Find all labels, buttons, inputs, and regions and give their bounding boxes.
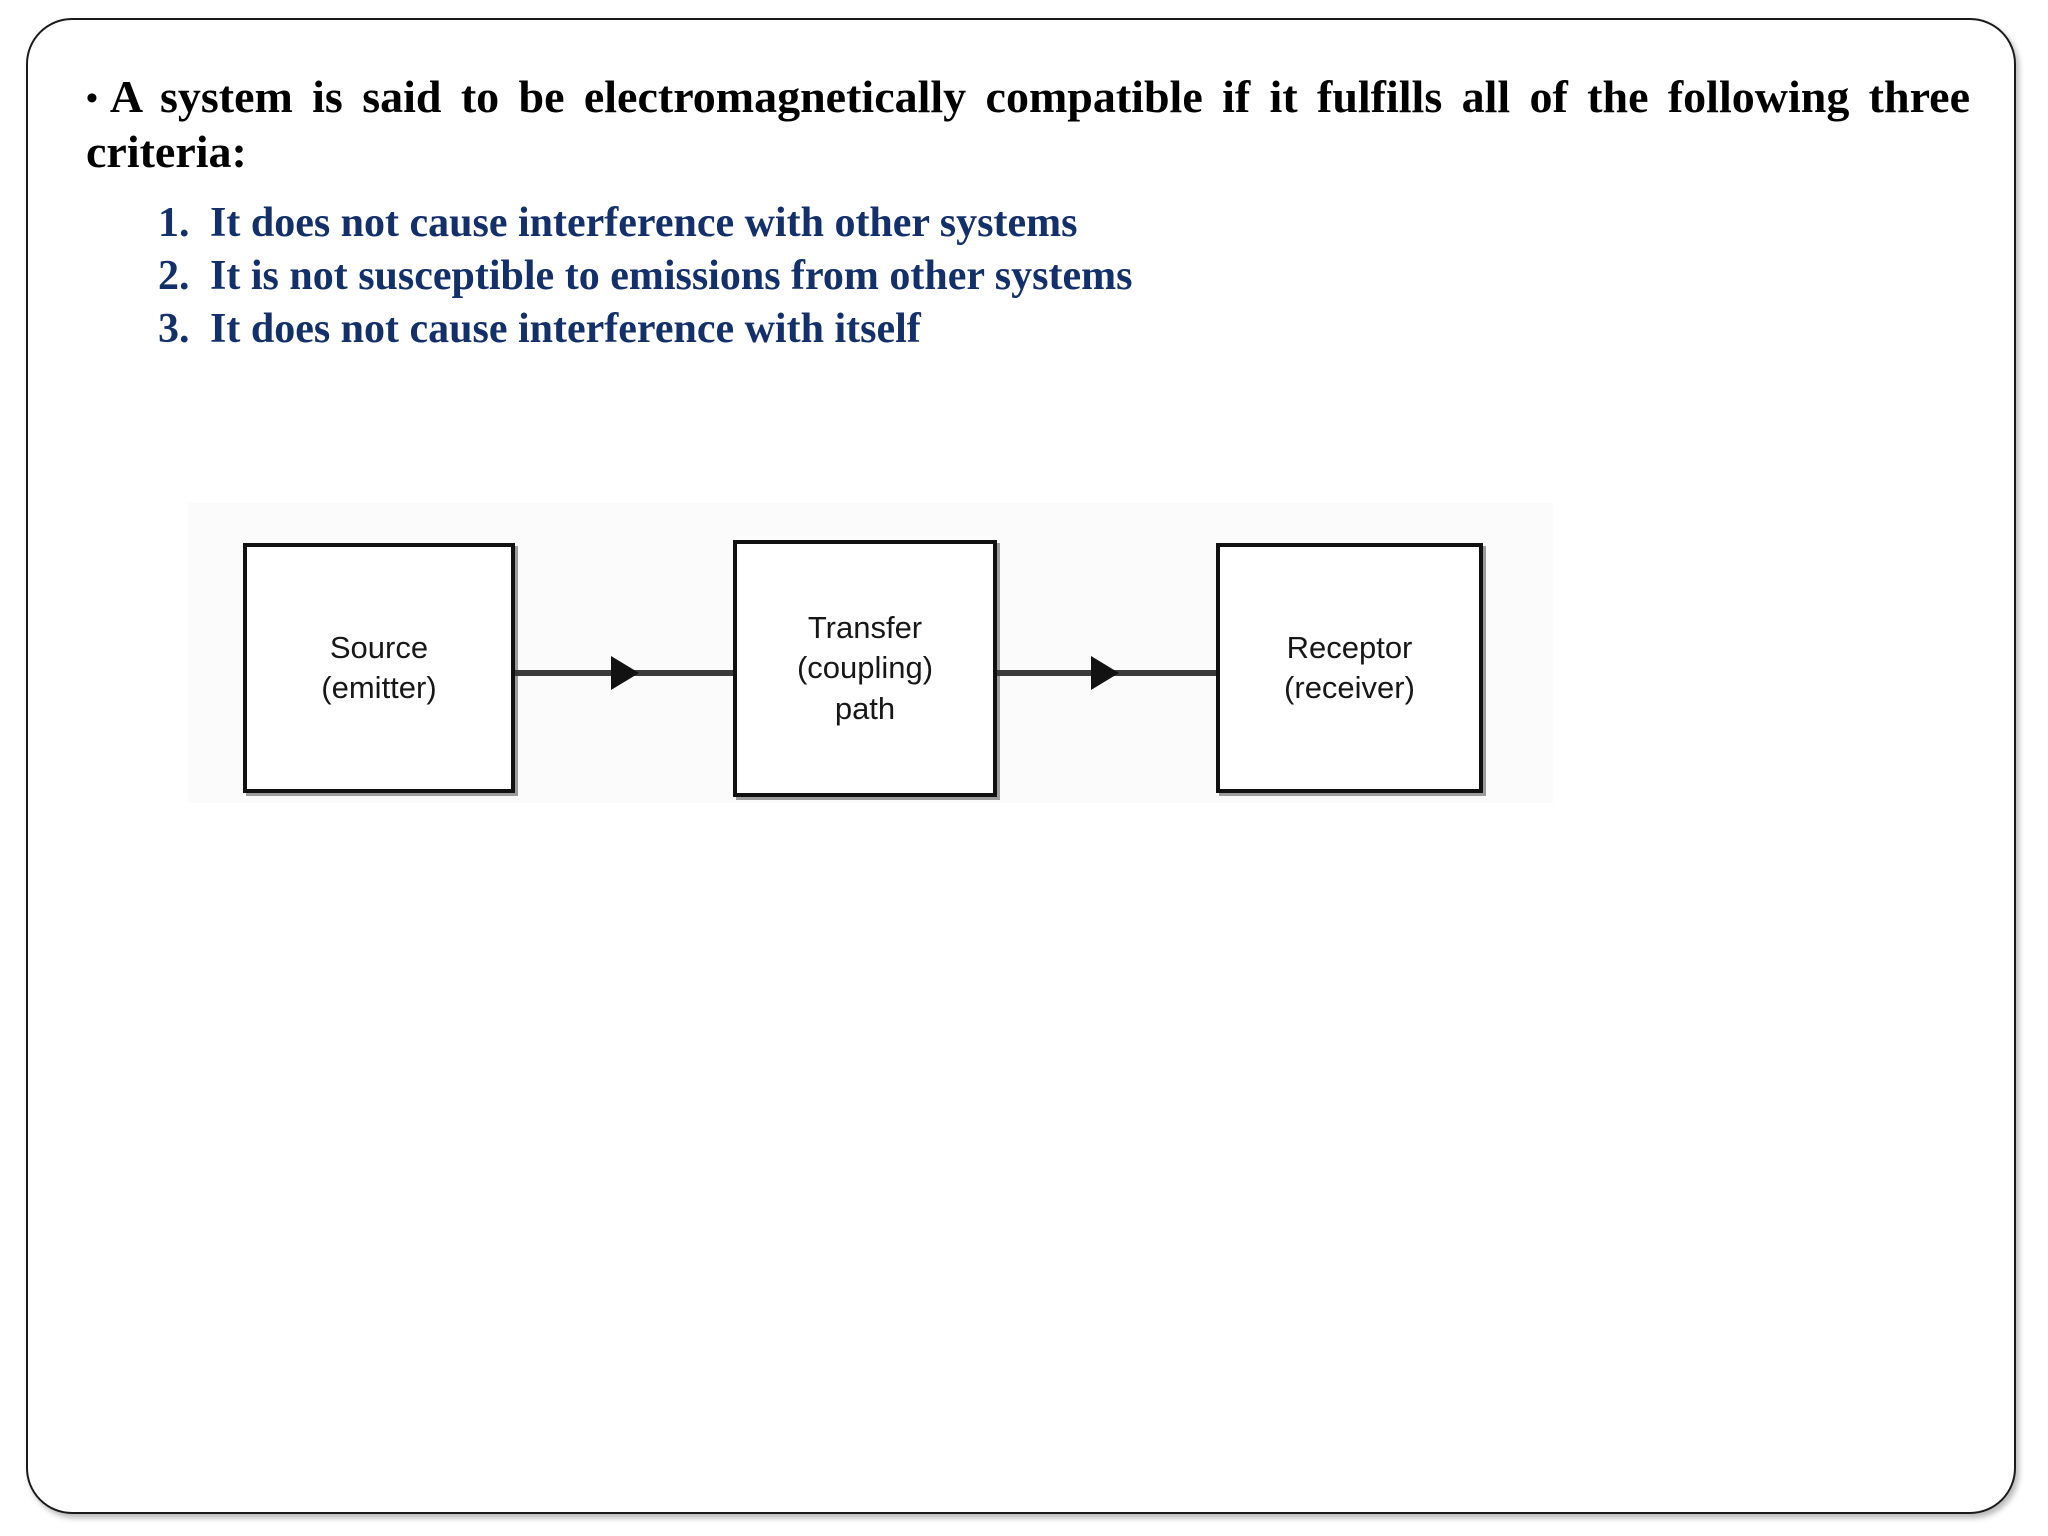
criteria-number-3: 3. [158, 306, 190, 353]
criteria-number-2: 2. [158, 253, 190, 300]
diagram-box-receptor: Receptor (receiver) [1216, 543, 1483, 793]
diagram-box-receptor-line1: Receptor [1286, 629, 1413, 665]
criteria-list: 1. It does not cause interference with o… [86, 197, 1970, 356]
criteria-number-1: 1. [158, 200, 190, 247]
bullet-point-icon: • [86, 79, 98, 117]
arrow-head-icon-2 [1091, 656, 1119, 690]
diagram-box-source: Source (emitter) [243, 543, 515, 793]
diagram-box-transfer-line2: (coupling) [796, 650, 934, 686]
diagram-box-receptor-line2: (receiver) [1284, 670, 1415, 705]
diagram-box-transfer-line1: Transfer [807, 610, 923, 646]
diagram-box-transfer: Transfer (coupling) path [733, 540, 997, 797]
slide-canvas: •A system is said to be electromagnetica… [26, 18, 2016, 1514]
criteria-item-1: 1. It does not cause interference with o… [158, 197, 1970, 250]
criteria-text-3: It does not cause interference with itse… [210, 306, 921, 353]
criteria-item-2: 2. It is not susceptible to emissions fr… [158, 250, 1970, 303]
criteria-text-1: It does not cause interference with othe… [210, 200, 1078, 247]
diagram-box-transfer-line3: path [834, 690, 896, 726]
slide-content: •A system is said to be electromagnetica… [86, 70, 1970, 356]
diagram-box-source-line1: Source [329, 629, 429, 665]
arrow-head-icon-1 [611, 656, 639, 690]
diagram-box-source-line2: (emitter) [321, 670, 437, 705]
criteria-item-3: 3. It does not cause interference with i… [158, 303, 1970, 356]
emc-block-diagram: Source (emitter) Transfer (coupling) pat… [188, 503, 1553, 803]
lead-paragraph-text: A system is said to be electromagnetical… [86, 71, 1970, 177]
criteria-text-2: It is not susceptible to emissions from … [210, 253, 1133, 300]
lead-paragraph: •A system is said to be electromagnetica… [86, 70, 1970, 179]
